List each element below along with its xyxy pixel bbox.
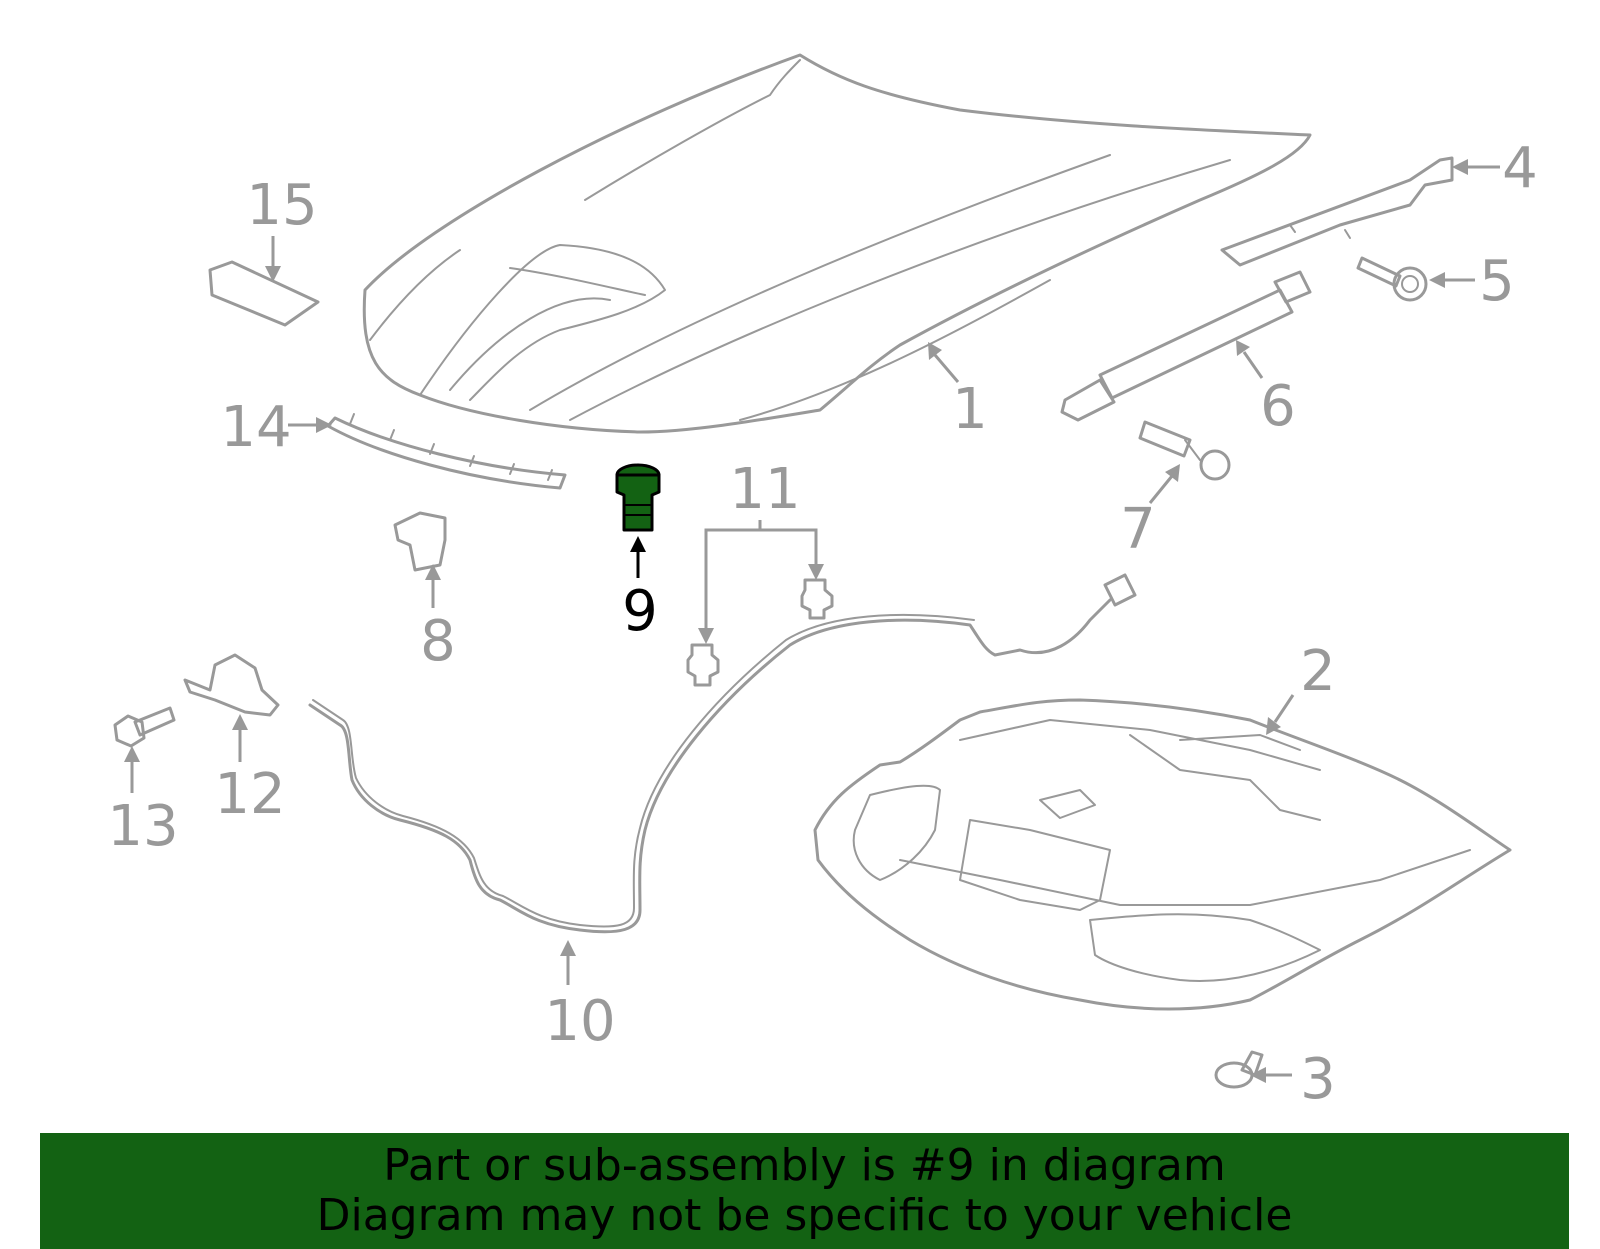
leader-3: [1250, 1067, 1292, 1083]
latch-part-12[interactable]: [183, 653, 280, 717]
lift-support-part-6[interactable]: [1060, 270, 1312, 422]
callout-6: 6: [1260, 374, 1296, 439]
leader-9: [630, 536, 646, 578]
clip-part-11-b[interactable]: [800, 578, 834, 620]
callout-4: 4: [1502, 136, 1538, 201]
callout-5: 5: [1479, 249, 1515, 314]
parts-diagram: 15 14 1 4 5 6 7 8 9 11 12 13 10 2 3: [107, 53, 1538, 1112]
leader-5: [1429, 272, 1475, 288]
leader-14: [288, 417, 332, 433]
info-banner: Part or sub-assembly is #9 in diagram Di…: [40, 1133, 1569, 1249]
leader-15: [265, 236, 281, 282]
leader-8: [425, 564, 441, 608]
leader-4: [1452, 159, 1500, 175]
bolt-part-13[interactable]: [113, 706, 176, 748]
leader-13: [124, 746, 140, 793]
insulator-part-2[interactable]: [813, 698, 1512, 1011]
molding-part-14[interactable]: [326, 413, 567, 490]
callout-12: 12: [214, 762, 285, 827]
banner-line-1: Part or sub-assembly is #9 in diagram: [383, 1140, 1226, 1191]
leader-11: [698, 520, 824, 644]
callout-3: 3: [1300, 1047, 1336, 1112]
callout-10: 10: [544, 989, 615, 1054]
hood-part-1[interactable]: [362, 53, 1312, 434]
leader-6: [1236, 340, 1264, 379]
callout-13: 13: [107, 794, 178, 859]
push-pin-part-3[interactable]: [1214, 1050, 1264, 1089]
banner-line-2: Diagram may not be specific to your vehi…: [316, 1190, 1293, 1241]
callout-15: 15: [246, 173, 317, 238]
leader-7: [1148, 464, 1180, 504]
callout-8: 8: [420, 609, 456, 674]
leader-1: [928, 342, 960, 383]
callout-2: 2: [1300, 639, 1336, 704]
bolt-part-5[interactable]: [1356, 256, 1428, 302]
clip-part-11-a[interactable]: [686, 643, 720, 687]
bumper-part-9[interactable]: [615, 463, 661, 532]
callout-14: 14: [220, 395, 291, 460]
callout-1: 1: [952, 377, 988, 442]
pad-part-15[interactable]: [208, 260, 320, 327]
callout-11: 11: [729, 457, 800, 522]
bracket-part-8[interactable]: [393, 511, 447, 572]
leader-10: [560, 940, 576, 985]
callout-9: 9: [622, 579, 658, 644]
bracket-part-4[interactable]: [1220, 156, 1454, 267]
ball-stud-part-7[interactable]: [1138, 420, 1231, 481]
leader-2: [1266, 694, 1295, 735]
callout-7: 7: [1120, 497, 1156, 562]
release-cable-part-10[interactable]: [308, 573, 1137, 934]
leader-12: [232, 714, 248, 762]
